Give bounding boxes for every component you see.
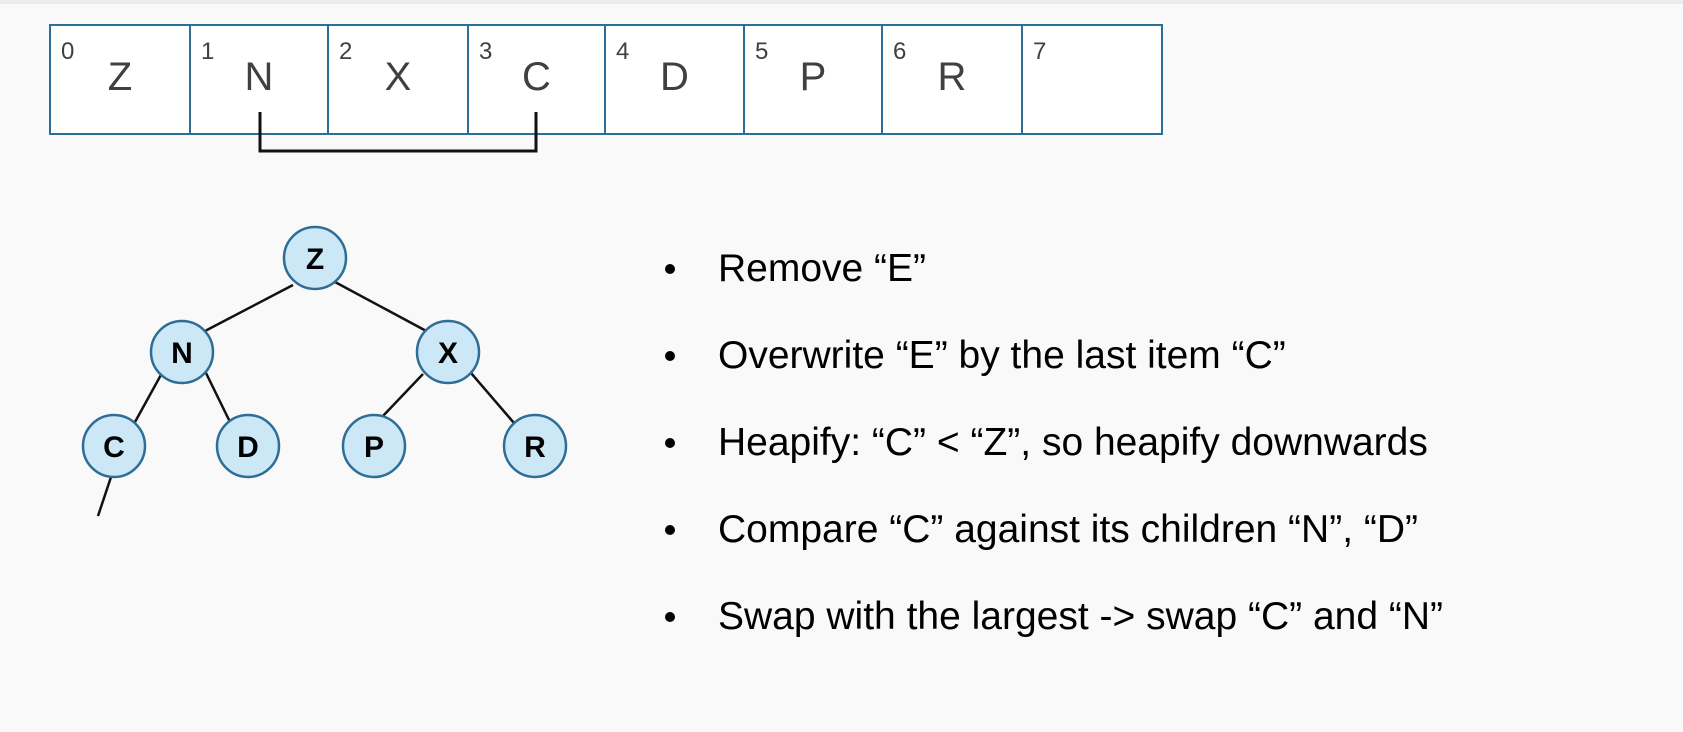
list-item: Overwrite “E” by the last item “C”: [660, 325, 1443, 412]
tree-node-x: X: [415, 319, 481, 385]
top-shade: [0, 0, 1683, 4]
array-cell-3: 3 C: [469, 26, 606, 133]
tree-node-d-label: D: [237, 431, 259, 464]
bullet-dot-icon: [665, 612, 675, 622]
list-item-text: Overwrite “E” by the last item “C”: [718, 334, 1286, 377]
array-value-6: R: [937, 55, 967, 99]
edge-x-p: [381, 373, 424, 418]
edge-z-n: [204, 283, 294, 333]
tree-node-p: P: [341, 413, 407, 479]
heap-array: 0 Z 1 N 2 X 3 C 4 D 5 P 6 R 7: [49, 24, 1163, 135]
array-cell-2: 2 X: [329, 26, 469, 133]
array-index-3: 3: [479, 38, 493, 65]
tree-node-z-circle: [282, 225, 348, 291]
tree-node-p-circle: [341, 413, 407, 479]
tree-node-c: C: [81, 413, 147, 479]
edge-n-d: [204, 372, 232, 423]
tree-node-r-label: R: [524, 431, 546, 464]
explanation-list: Remove “E” Overwrite “E” by the last ite…: [660, 238, 1443, 673]
array-index-2: 2: [339, 38, 353, 65]
array-index-7: 7: [1033, 38, 1047, 65]
array-value-5: P: [799, 55, 827, 99]
bullet-dot-icon: [665, 351, 675, 361]
tree-node-n: N: [149, 319, 215, 385]
tree-node-d: D: [215, 413, 281, 479]
array-value-3: C: [522, 55, 551, 99]
tree-node-x-circle: [415, 319, 481, 385]
tree-node-z: Z: [282, 225, 348, 291]
bullet-dot-icon: [665, 438, 675, 448]
list-item-text: Swap with the largest -> swap “C” and “N…: [718, 595, 1444, 638]
array-cell-6: 6 R: [883, 26, 1023, 133]
array-cell-1: 1 N: [191, 26, 329, 133]
array-value-2: X: [384, 55, 412, 99]
list-item: Heapify: “C” < “Z”, so heapify downwards: [660, 412, 1443, 499]
edge-c-stub: [96, 476, 113, 517]
list-item: Compare “C” against its children “N”, “D…: [660, 499, 1443, 586]
list-item: Swap with the largest -> swap “C” and “N…: [660, 586, 1443, 673]
array-index-6: 6: [893, 38, 907, 65]
array-value-0: Z: [107, 55, 133, 99]
array-value-4: D: [660, 55, 689, 99]
tree-node-c-label: C: [103, 431, 125, 464]
array-index-4: 4: [616, 38, 630, 65]
bullet-dot-icon: [665, 264, 675, 274]
list-item-text: Heapify: “C” < “Z”, so heapify downwards: [718, 421, 1428, 464]
tree-node-z-label: Z: [306, 243, 324, 276]
tree-node-d-circle: [215, 413, 281, 479]
list-item-text: Compare “C” against its children “N”, “D…: [718, 508, 1419, 551]
array-index-1: 1: [201, 38, 215, 65]
tree-node-p-label: P: [364, 431, 384, 464]
array-index-5: 5: [755, 38, 769, 65]
tree-node-n-label: N: [171, 337, 193, 370]
tree-node-c-circle: [81, 413, 147, 479]
array-cell-0: 0 Z: [51, 26, 191, 133]
edge-z-x: [334, 280, 431, 335]
list-item: Remove “E”: [660, 238, 1443, 325]
edge-x-r: [470, 372, 515, 424]
array-cell-7: 7: [1023, 26, 1161, 133]
array-cell-4: 4 D: [606, 26, 745, 133]
tree-node-r: R: [502, 413, 568, 479]
edge-n-c: [133, 372, 164, 423]
tree-node-n-circle: [149, 319, 215, 385]
array-value-1: N: [244, 55, 274, 99]
array-index-0: 0: [61, 38, 75, 65]
bullet-dot-icon: [665, 525, 675, 535]
tree-node-x-label: X: [438, 337, 458, 370]
list-item-text: Remove “E”: [718, 247, 927, 290]
array-cell-5: 5 P: [745, 26, 883, 133]
tree-node-r-circle: [502, 413, 568, 479]
